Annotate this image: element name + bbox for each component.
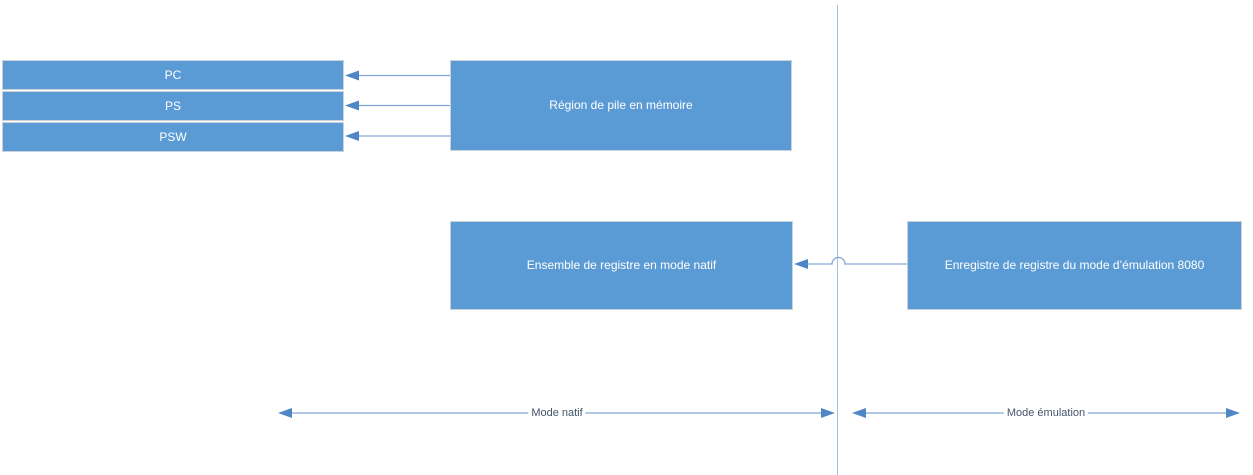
register-box-pc: PC xyxy=(2,60,344,90)
arrowhead-left-icon xyxy=(345,70,359,81)
arrowhead-left-icon xyxy=(278,408,292,418)
arrowhead-left-icon xyxy=(345,100,359,111)
arrowhead-right-icon xyxy=(1226,408,1240,418)
native-register-set-box: Ensemble de registre en mode natif xyxy=(450,221,793,310)
register-label-ps: PS xyxy=(164,98,181,113)
arrowhead-right-icon xyxy=(821,408,835,418)
register-label-psw: PSW xyxy=(159,129,187,144)
register-box-ps: PS xyxy=(2,91,344,121)
stack-region-label: Région de pile en mémoire xyxy=(549,98,693,113)
stack-region-box: Région de pile en mémoire xyxy=(450,60,792,151)
native-mode-label: Mode natif xyxy=(528,406,586,420)
emulation-register-set-label: Enregistre de registre du mode d’émulati… xyxy=(944,258,1205,273)
register-label-pc: PC xyxy=(164,67,182,82)
emulation-register-set-box: Enregistre de registre du mode d’émulati… xyxy=(907,221,1242,310)
arrowhead-left-icon xyxy=(345,131,359,141)
arrowhead-left-icon xyxy=(852,408,866,418)
connector-emulation-to-native xyxy=(806,256,907,265)
native-register-set-label: Ensemble de registre en mode natif xyxy=(526,258,717,273)
arrowhead-left-icon xyxy=(794,259,808,269)
emulation-mode-label: Mode émulation xyxy=(1003,406,1089,420)
register-box-psw: PSW xyxy=(2,122,344,152)
mode-divider-line xyxy=(837,5,838,475)
